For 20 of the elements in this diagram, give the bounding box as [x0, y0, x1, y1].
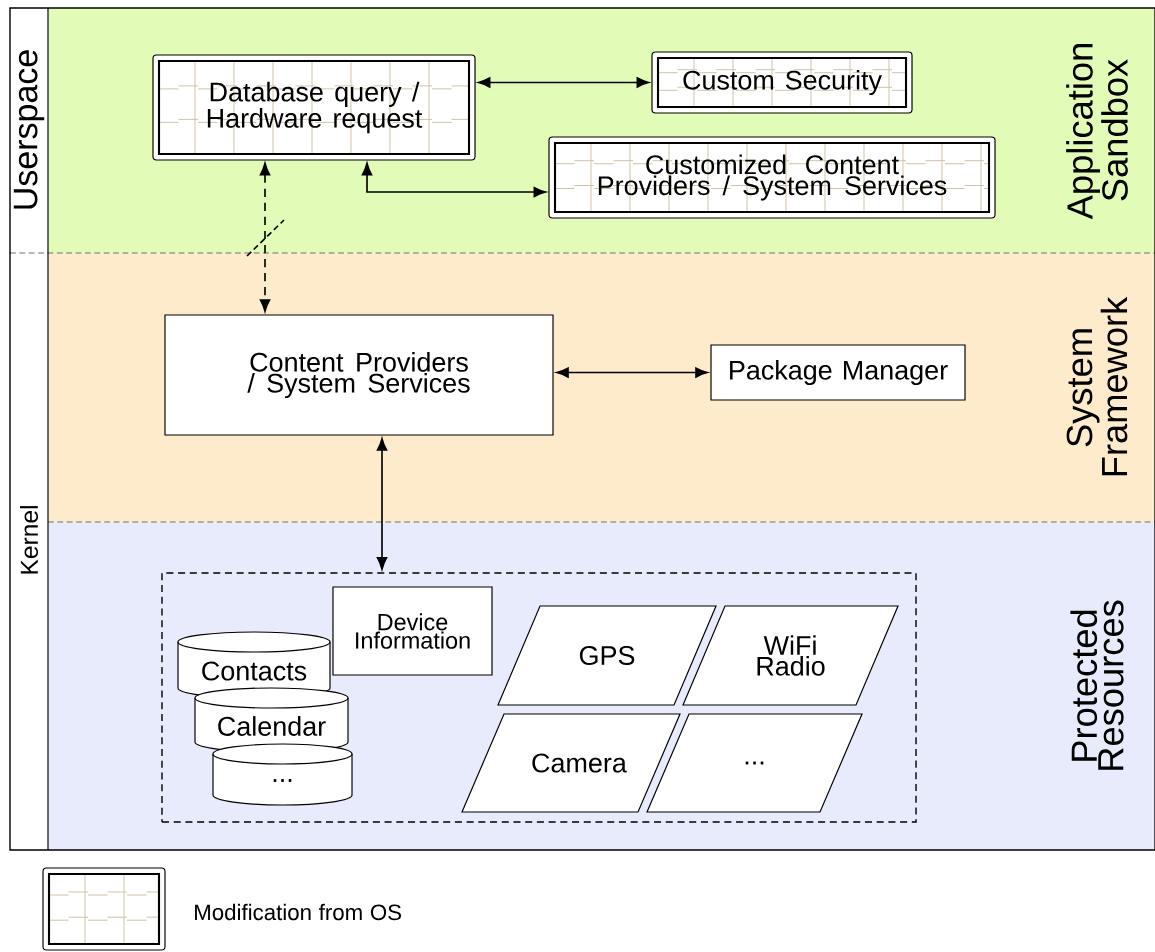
arrow: [556, 367, 708, 378]
arrow: [361, 162, 547, 198]
legend-text: Modification from OS: [195, 903, 401, 921]
modified-box: Custom Security: [651, 51, 913, 114]
arrow: [376, 438, 388, 570]
resource-parallelogram: GPS: [497, 605, 717, 706]
modified-box: Customized Content Providers / System Services: [548, 136, 996, 219]
process-box: Device Information: [332, 586, 493, 676]
modified-box: Database query / Hardware request: [152, 54, 476, 161]
resource-parallelogram: ...: [646, 713, 863, 813]
arrow: [477, 77, 650, 88]
dashed-container: [161, 572, 917, 823]
arrow: [259, 162, 271, 312]
process-box: Content Providers / System Services: [164, 314, 554, 436]
resource-parallelogram: Camera: [461, 713, 681, 813]
process-box: Package Manager: [710, 344, 966, 401]
resource-parallelogram: WiFi Radio: [682, 605, 899, 706]
layer-label: Userspace: [13, 50, 45, 209]
database-cylinder: ...: [212, 743, 353, 806]
layer-label: Kernel: [19, 506, 39, 574]
